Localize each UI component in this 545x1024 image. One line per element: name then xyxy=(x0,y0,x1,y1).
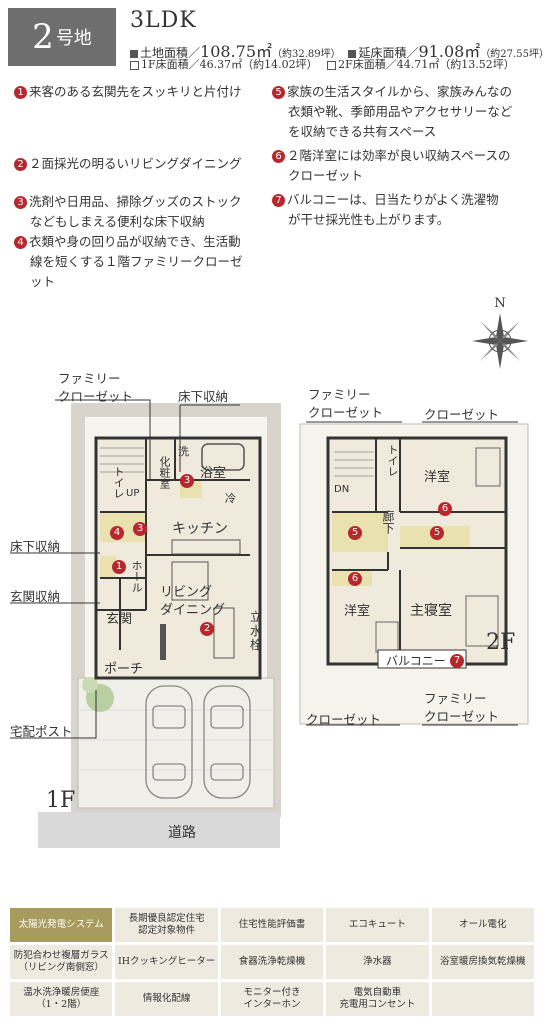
equipment-item: IHクッキングヒーター xyxy=(115,945,218,979)
floor-label-1f: 1F xyxy=(46,788,76,813)
callout-closet-bottom: クローゼット xyxy=(306,712,382,727)
callout-family-closet-2f-bottom: ファミリークローゼット xyxy=(424,691,500,724)
spec-row-1: 土地面積／108.75㎡（約32.89坪） 延床面積／91.08㎡（約27.55… xyxy=(130,38,545,62)
filled-square-icon xyxy=(348,49,357,58)
equipment-grid: 太陽光発電システム 長期優良認定住宅認定対象物件 住宅性能評価書 エコキュート … xyxy=(10,908,534,1016)
equipment-item-empty xyxy=(431,982,534,1016)
room-toilet-1f: トイレ xyxy=(112,466,125,499)
equipment-item: 住宅性能評価書 xyxy=(220,908,324,942)
equipment-item: 長期優良認定住宅認定対象物件 xyxy=(115,908,218,942)
room-up: UP xyxy=(126,488,140,499)
compass-rose-icon xyxy=(472,313,528,369)
equipment-item: オール電化 xyxy=(431,908,534,942)
marker-7: 7 xyxy=(450,654,464,668)
equipment-item: 食器洗浄乾燥機 xyxy=(220,945,324,979)
marker-5-right: 5 xyxy=(430,526,444,540)
lot-suffix: 号地 xyxy=(55,28,92,49)
floor-plan-1f xyxy=(10,399,281,817)
marker-3-top: 3 xyxy=(180,474,194,488)
equipment-item: モニター付きインターホン xyxy=(220,982,324,1016)
equipment-item: 電気自動車充電用コンセント xyxy=(326,982,429,1016)
spec-row-2: 1F床面積／46.37㎡（約14.02坪） 2F床面積／44.71㎡（約13.5… xyxy=(130,56,515,72)
room-fridge: 冷 xyxy=(225,492,236,505)
room-dn: DN xyxy=(334,484,350,495)
room-washroom: 洗 xyxy=(178,445,189,458)
marker-3-left: 3 xyxy=(133,522,147,536)
callout-entrance-storage: 玄関収納 xyxy=(10,589,61,604)
compass: N xyxy=(470,296,530,376)
marker-6-bottom: 6 xyxy=(348,572,362,586)
lot-badge: 2 号地 xyxy=(8,8,116,66)
callout-family-closet-2f: ファミリークローゼット xyxy=(308,387,384,420)
floor-plan-2f xyxy=(299,421,529,726)
room-hall: ホール xyxy=(130,560,143,593)
equipment-item: 温水洗浄暖房便座（1・2階） xyxy=(10,982,113,1016)
callout-family-closet-1f: ファミリークローゼット xyxy=(58,371,134,404)
callout-underfloor-top: 床下収納 xyxy=(178,389,229,404)
callout-underfloor-left: 床下収納 xyxy=(10,539,61,554)
room-corridor: 廊下 xyxy=(381,510,395,534)
road xyxy=(38,812,280,848)
equipment-item: 太陽光発電システム xyxy=(10,908,113,942)
equipment-item: 防犯合わせ複層ガラス（リビング南側窓） xyxy=(10,945,113,979)
callout-closet-top: クローゼット xyxy=(424,407,500,422)
marker-2: 2 xyxy=(200,622,214,636)
empty-square-icon xyxy=(130,60,139,70)
compass-north-label: N xyxy=(494,296,506,311)
room-entrance: 玄関 xyxy=(106,612,133,627)
floor-label-2f: 2F xyxy=(486,630,516,655)
marker-4: 4 xyxy=(110,526,124,540)
room-kitchen: キッチン xyxy=(172,521,228,537)
callout-delivery-box: 宅配ポスト xyxy=(10,724,73,739)
room-western-2: 洋室 xyxy=(344,604,371,619)
equipment-item: 浄水器 xyxy=(326,945,429,979)
layout-type: 3LDK xyxy=(130,8,197,33)
lot-number: 2 xyxy=(32,17,54,57)
room-master-bedroom: 主寝室 xyxy=(410,603,452,619)
equipment-item: 情報化配線 xyxy=(115,982,218,1016)
room-western-1: 洋室 xyxy=(424,470,451,485)
empty-square-icon xyxy=(327,60,337,70)
room-porch: ポーチ xyxy=(104,662,144,677)
equipment-item: 浴室暖房換気乾燥機 xyxy=(431,945,534,979)
room-toilet-2f: トイレ xyxy=(386,444,399,477)
marker-1: 1 xyxy=(112,560,126,574)
road-label: 道路 xyxy=(168,825,196,841)
marker-6-top: 6 xyxy=(438,502,452,516)
room-dressing: 化粧室 xyxy=(158,456,171,489)
room-bath: 浴室 xyxy=(200,466,227,481)
room-faucet: 立水栓 xyxy=(250,610,263,652)
equipment-item: エコキュート xyxy=(326,908,429,942)
marker-5-left: 5 xyxy=(348,526,362,540)
filled-square-icon xyxy=(130,49,138,58)
room-living-dining: リビングダイニング xyxy=(160,585,226,618)
room-balcony: バルコニー xyxy=(386,654,446,668)
